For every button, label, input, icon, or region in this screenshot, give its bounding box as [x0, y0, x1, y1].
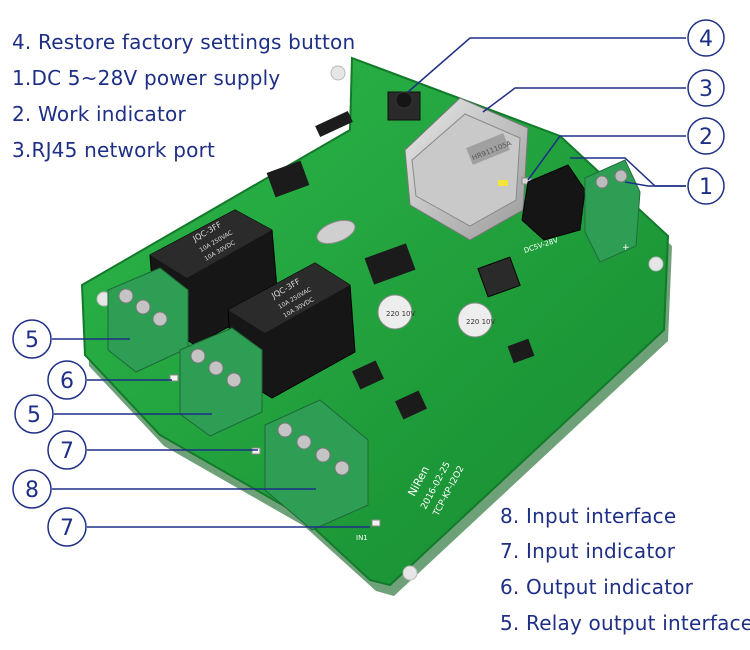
legend-power-supply: 1.DC 5~28V power supply: [12, 66, 281, 90]
callout-1: 1: [687, 167, 725, 205]
callout-1-label: 1: [699, 175, 713, 200]
reset-button[interactable]: [387, 91, 421, 121]
callout-6: 6: [47, 360, 87, 400]
callout-5-upper: 5: [12, 319, 52, 359]
callout-6-label: 6: [60, 369, 74, 394]
callout-4-label: 4: [699, 27, 713, 52]
in1-label: IN1: [356, 534, 368, 542]
callout-2: 2: [687, 117, 725, 155]
input-terminal[interactable]: [264, 399, 369, 531]
callout-7-lower: 7: [47, 507, 87, 547]
callout-7-upper-label: 7: [60, 439, 74, 464]
dc-terminal[interactable]: +: [584, 159, 641, 263]
callout-5-lower-label: 5: [27, 403, 41, 428]
callout-lines: [52, 37, 686, 528]
cap2-label: 220 10V: [466, 318, 495, 326]
legend-input-interface: 8. Input interface: [500, 504, 677, 528]
inductor: [477, 256, 521, 298]
plus-label: +: [622, 243, 630, 253]
mosfet-1: [351, 360, 385, 390]
callout-7-upper: 7: [47, 430, 87, 470]
callout-7-lower-label: 7: [60, 516, 74, 541]
mcu-chip: [266, 160, 310, 198]
input-indicator-led-1: [251, 447, 261, 455]
callout-3: 3: [687, 69, 725, 107]
legend-output-indicator: 6. Output indicator: [500, 575, 694, 599]
capacitor-1: 220 10V: [377, 294, 415, 330]
legend-relay-output: 5. Relay output interface: [500, 611, 750, 635]
legend-rj45-port: 3.RJ45 network port: [12, 138, 216, 162]
output-indicator-led: [169, 374, 179, 382]
callout-5-lower: 5: [14, 394, 54, 434]
regulator-ic: [507, 338, 535, 364]
rj45-port[interactable]: HR911105A: [404, 97, 529, 241]
input-indicator-led-2: [371, 519, 381, 527]
callout-8: 8: [12, 469, 52, 509]
legend-input-indicator: 7. Input indicator: [500, 539, 676, 563]
mosfet-2: [394, 390, 428, 420]
callout-4: 4: [687, 19, 725, 57]
crystal: [316, 219, 356, 245]
callout-8-label: 8: [25, 478, 39, 503]
callout-2-label: 2: [699, 125, 713, 150]
callout-5-upper-label: 5: [25, 328, 39, 353]
legend-restore-button: 4. Restore factory settings button: [12, 30, 356, 54]
legend-work-indicator: 2. Work indicator: [12, 102, 186, 126]
capacitor-2: 220 10V: [457, 302, 495, 338]
relay-terminal-1[interactable]: [107, 267, 189, 373]
ethernet-chip: [364, 243, 416, 285]
cap1-label: 220 10V: [386, 310, 415, 318]
callout-3-label: 3: [699, 77, 713, 102]
